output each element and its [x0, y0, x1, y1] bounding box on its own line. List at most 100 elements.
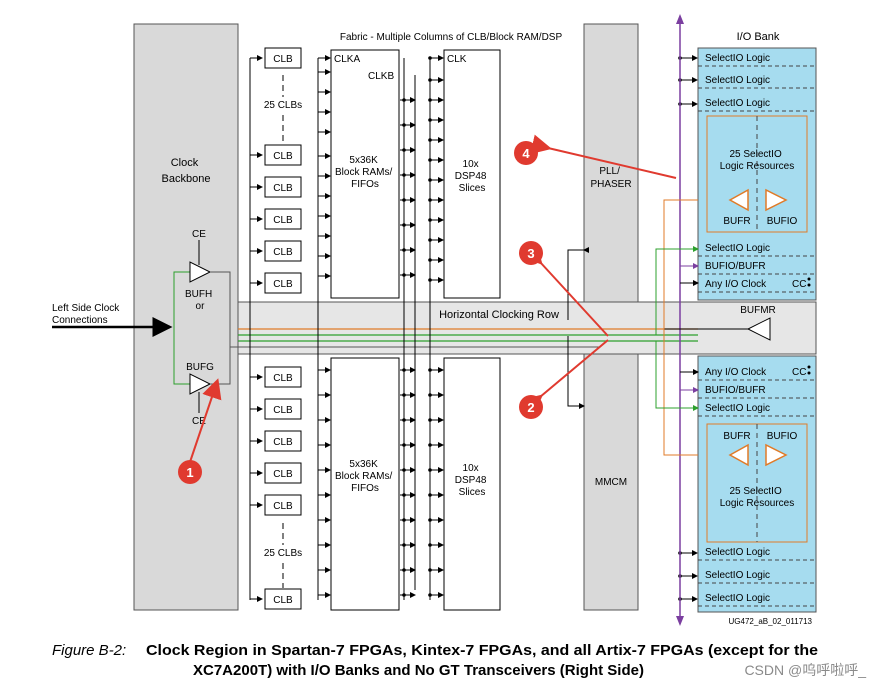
bufr-bottom-label: BUFR [723, 431, 750, 442]
dsp-top-l1: 10x [463, 159, 479, 170]
clb-box-bot-2 [264, 430, 302, 452]
left-side-clock-line1: Left Side Clock [52, 303, 120, 314]
cc-label-5: CC [792, 279, 806, 290]
bufmr-icon [746, 317, 771, 341]
dsp-bot-l2: DSP48 [455, 475, 487, 486]
bram-block-top [330, 49, 400, 299]
bram-top-l1: 5x36K [349, 155, 378, 166]
clb-label-bot-5: CLB [273, 595, 293, 606]
io-row-4: BUFIO/BUFR [705, 261, 766, 272]
fabric-title: Fabric - Multiple Columns of CLB/Block R… [340, 32, 563, 43]
clb-count-bottom: 25 CLBs [264, 548, 302, 559]
clb-label-top-2: CLB [273, 183, 293, 194]
doc-id: UG472_aB_02_011713 [729, 617, 813, 626]
clock-backbone-label: Clock Backbone [162, 157, 211, 185]
clb-box-bot-3 [264, 462, 302, 484]
pll-l1: PLL/ [599, 166, 620, 177]
dsp-bot-l3: Slices [459, 487, 486, 498]
dsp-top-label: 10x DSP48 Slices [455, 159, 489, 194]
caption-line2: XC7A200T) with I/O Banks and No GT Trans… [193, 662, 644, 679]
io-bank-title: I/O Bank [737, 31, 780, 43]
clb-label-top-3: CLB [273, 215, 293, 226]
res-bot-l1: 25 SelectIO [729, 486, 781, 497]
clk-label: CLK [447, 54, 467, 65]
cc-label-6: CC [792, 367, 806, 378]
bufio-bottom-icon [765, 443, 788, 467]
selectio-resources-bottom: 25 SelectIO Logic Resources [720, 486, 794, 509]
clb-column-top: CLB CLB CLB CLB CLB CLB [250, 47, 698, 602]
ce-bottom-label: CE [192, 416, 206, 427]
bram-bot-l2: Block RAMs/ [335, 471, 392, 482]
dsp-block-bottom [443, 357, 501, 611]
res-top-l2: Logic Resources [720, 161, 794, 172]
or-line: or [196, 301, 206, 312]
io-row-2: SelectIO Logic [705, 98, 770, 109]
marker-4-text: 4 [522, 146, 530, 161]
marker-2 [519, 395, 543, 419]
io-row-3: SelectIO Logic [705, 243, 770, 254]
dsp-block-top [443, 49, 501, 299]
clb-label-top-4: CLB [273, 247, 293, 258]
clb-label-top-1: CLB [273, 151, 293, 162]
io-row-0: SelectIO Logic [705, 53, 770, 64]
pll-phaser-block [583, 23, 639, 303]
clb-box-top-1 [264, 144, 302, 166]
io-row-11: SelectIO Logic [705, 593, 770, 604]
bufio-top-icon [765, 188, 788, 212]
clka-label: CLKA [334, 54, 360, 65]
io-row-8: SelectIO Logic [705, 403, 770, 414]
clkb-label: CLKB [368, 71, 394, 82]
selectio-resources-top: 25 SelectIO Logic Resources [720, 149, 794, 172]
io-row-7: BUFIO/BUFR [705, 385, 766, 396]
caption-figure-label: Figure B-2: [52, 642, 126, 659]
clb-count-top: 25 CLBs [264, 100, 302, 111]
clb-box-bot-4 [264, 494, 302, 516]
bufr-top-label: BUFR [723, 216, 750, 227]
bram-bottom-label: 5x36K Block RAMs/ FIFOs [335, 459, 395, 494]
hcr-label: Horizontal Clocking Row [439, 309, 559, 321]
mmcm-block [583, 353, 639, 611]
mmcm-label: MMCM [595, 477, 627, 488]
bufh-buffer-icon [189, 261, 212, 283]
clb-box-top-5 [264, 272, 302, 294]
clb-box-top-2 [264, 176, 302, 198]
bufh-or-label: BUFH or [185, 289, 215, 312]
dsp-top-l2: DSP48 [455, 171, 487, 182]
dsp-bottom-label: 10x DSP48 Slices [455, 463, 489, 498]
bram-bot-l3: FIFOs [351, 483, 379, 494]
horizontal-clocking-row [237, 301, 817, 355]
pll-l2: PHASER [590, 179, 631, 190]
clb-box-top-4 [264, 240, 302, 262]
io-row-1: SelectIO Logic [705, 75, 770, 86]
watermark: CSDN @呜呼啦呼_ [744, 662, 866, 678]
clb-box-top-3 [264, 208, 302, 230]
clb-label-bot-0: CLB [273, 373, 293, 384]
clock-backbone-line1: Clock [171, 157, 199, 169]
bram-top-l3: FIFOs [351, 179, 379, 190]
clb-label-bot-1: CLB [273, 405, 293, 416]
io-bank-bottom [697, 355, 817, 613]
bram-bot-l1: 5x36K [349, 459, 378, 470]
clock-backbone-block [133, 23, 239, 611]
left-side-clock-label: Left Side Clock Connections [52, 303, 122, 326]
dsp-top-l3: Slices [459, 183, 486, 194]
clb-label-bot-3: CLB [273, 469, 293, 480]
clb-box-top-0 [264, 47, 302, 69]
bufio-bottom-label: BUFIO [767, 431, 798, 442]
clb-box-bot-0 [264, 366, 302, 388]
bufmr-label: BUFMR [740, 305, 776, 316]
marker-3-text: 3 [527, 246, 534, 261]
bufio-top-label: BUFIO [767, 216, 798, 227]
res-top-l1: 25 SelectIO [729, 149, 781, 160]
marker-2-text: 2 [527, 400, 534, 415]
marker-4 [514, 141, 538, 165]
clock-backbone-line2: Backbone [162, 173, 211, 185]
clb-label-bot-2: CLB [273, 437, 293, 448]
clb-label-top-5: CLB [273, 279, 293, 290]
marker-3 [519, 241, 543, 265]
clb-label-top-0: CLB [273, 54, 293, 65]
caption-line1: Clock Region in Spartan-7 FPGAs, Kintex-… [146, 642, 818, 659]
